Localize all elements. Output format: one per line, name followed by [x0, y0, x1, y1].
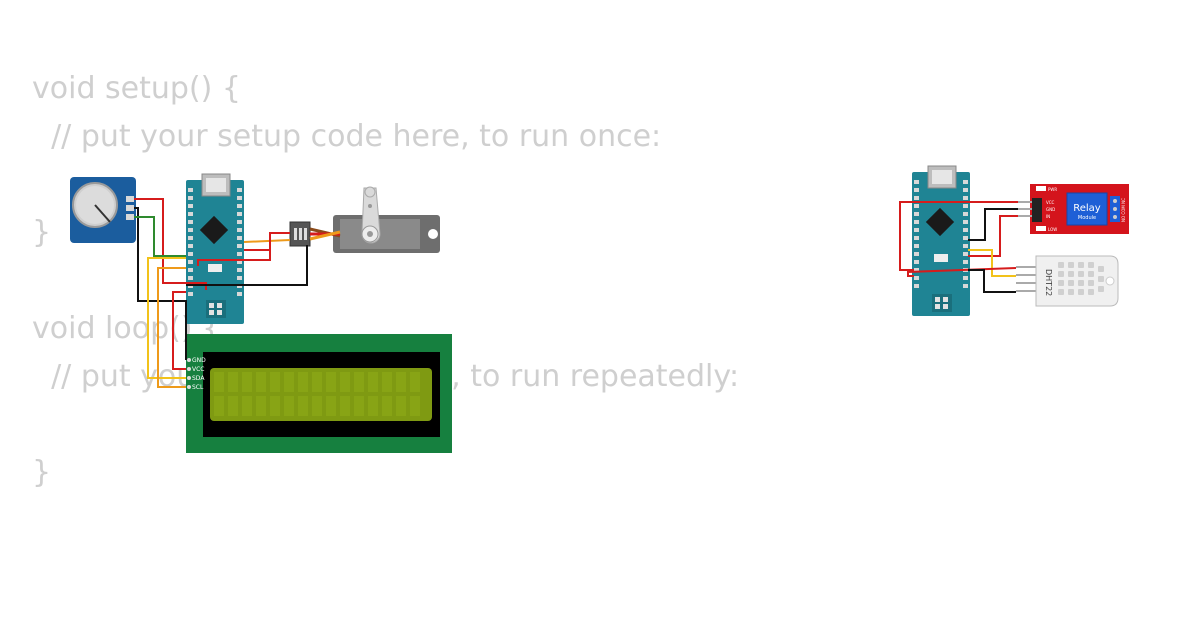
lcd-pin-gnd: GND — [192, 357, 206, 364]
relay-module[interactable]: Relay Module NO COM NC PWR LOW VCC GND I… — [1018, 184, 1129, 234]
arduino-nano-left[interactable] — [186, 173, 244, 324]
relay-low-label: LOW — [1048, 227, 1057, 232]
code-line-2: // put your setup code here, to run once… — [32, 119, 662, 154]
wires-right — [899, 201, 1018, 293]
relay-pin-in: IN — [1046, 214, 1050, 219]
lcd-display[interactable]: GND VCC SDA SCL — [186, 334, 452, 453]
relay-terminal-label: NO COM NC — [1121, 198, 1126, 222]
dht22-sensor[interactable]: DHT22 — [1016, 255, 1119, 307]
code-line-1: void setup() { — [32, 71, 241, 106]
code-line-9: } — [32, 455, 52, 490]
potentiometer[interactable] — [70, 177, 136, 243]
lcd-pin-vcc: VCC — [192, 366, 204, 373]
arduino-nano-right[interactable] — [912, 165, 970, 316]
wires-left — [134, 198, 341, 388]
lcd-pin-scl: SCL — [192, 384, 204, 391]
lcd-pin-sda: SDA — [192, 375, 205, 382]
relay-subtitle: Module — [1078, 215, 1096, 221]
dht-label: DHT22 — [1044, 269, 1053, 296]
relay-pwr-label: PWR — [1048, 187, 1057, 192]
code-line-4: } — [32, 215, 52, 250]
relay-pin-gnd: GND — [1046, 207, 1055, 212]
relay-title: Relay — [1073, 203, 1101, 214]
relay-pin-vcc: VCC — [1046, 200, 1055, 205]
servo-motor[interactable] — [289, 186, 440, 253]
